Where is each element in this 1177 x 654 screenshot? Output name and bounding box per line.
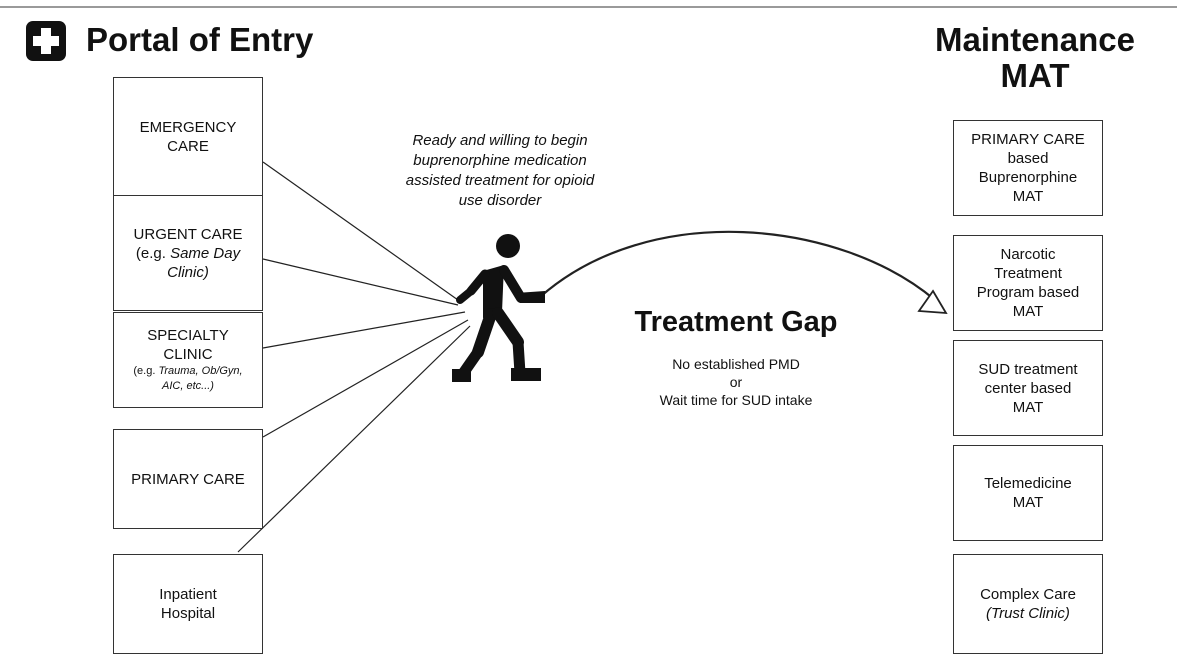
portal-specialty-note-prefix: (e.g. bbox=[133, 365, 159, 377]
walking-person-icon bbox=[452, 234, 545, 382]
portal-specialty-line1: SPECIALTY bbox=[147, 327, 229, 344]
mat-box-narcotic-treatment: Narcotic Treatment Program based MAT bbox=[953, 235, 1103, 331]
patient-note-line4: use disorder bbox=[458, 192, 542, 209]
portal-urgent-line1: URGENT CARE bbox=[133, 225, 243, 243]
portal-inpatient-line2: Hospital bbox=[160, 605, 216, 622]
mat-telemedicine-line2: MAT bbox=[1012, 494, 1044, 511]
portal-specialty-note-italic1: Trauma, Ob/Gyn, bbox=[158, 365, 243, 377]
patient-readiness-note: Ready and willing to begin buprenorphine… bbox=[360, 131, 640, 211]
portal-box-specialty-clinic: SPECIALTY CLINIC (e.g. Trauma, Ob/Gyn, A… bbox=[113, 312, 263, 408]
connector-specialty-clinic bbox=[262, 311, 466, 349]
portal-box-emergency-care: EMERGENCY CARE bbox=[113, 77, 263, 197]
maintenance-heading-line1: Maintenance bbox=[935, 21, 1135, 58]
connector-emergency-care bbox=[262, 161, 459, 301]
portal-urgent-line2-prefix: (e.g. bbox=[135, 244, 171, 262]
mat-primary-line1: PRIMARY CARE bbox=[971, 131, 1085, 148]
portal-box-inpatient-hospital: Inpatient Hospital bbox=[113, 554, 263, 654]
mat-box-primary-care: PRIMARY CARE based Buprenorphine MAT bbox=[953, 120, 1103, 216]
portal-specialty-line2: CLINIC bbox=[163, 346, 213, 363]
mat-box-telemedicine: Telemedicine MAT bbox=[953, 445, 1103, 541]
mat-telemedicine-line1: Telemedicine bbox=[984, 475, 1072, 492]
patient-note-line1: Ready and willing to begin bbox=[412, 132, 588, 149]
portal-specialty-note-line2: AIC, etc...) bbox=[162, 380, 214, 392]
maintenance-heading-line2: MAT bbox=[1000, 57, 1070, 94]
mat-primary-line4: MAT bbox=[1012, 188, 1044, 205]
portal-inpatient-line1: Inpatient bbox=[159, 586, 217, 603]
portal-urgent-line3: Clinic) bbox=[167, 263, 209, 281]
connector-urgent-care bbox=[262, 258, 459, 306]
mat-box-sud-treatment: SUD treatment center based MAT bbox=[953, 340, 1103, 436]
portal-emergency-line2: CARE bbox=[167, 138, 209, 155]
portal-box-urgent-care: URGENT CARE (e.g. Same Day Clinic) bbox=[113, 195, 263, 311]
mat-sud-line1: SUD treatment bbox=[978, 360, 1078, 378]
portal-box-primary-care: PRIMARY CARE bbox=[113, 429, 263, 529]
connector-primary-care bbox=[262, 319, 469, 438]
mat-narcotic-line1: Narcotic bbox=[1000, 246, 1056, 263]
patient-note-line2: buprenorphine medication bbox=[413, 152, 587, 169]
mat-sud-line3: MAT bbox=[1012, 398, 1044, 416]
portal-urgent-line2-italic: Same Day bbox=[170, 244, 241, 262]
mat-narcotic-line2: Treatment bbox=[994, 265, 1062, 282]
top-divider bbox=[0, 6, 1177, 8]
treatment-gap-title: Treatment Gap bbox=[634, 306, 838, 338]
portal-primary-line1: PRIMARY CARE bbox=[131, 470, 245, 488]
portal-urgent-line2: (e.g. Same Day bbox=[136, 244, 240, 263]
portal-emergency-line1: EMERGENCY bbox=[139, 119, 237, 136]
mat-narcotic-line3: Program based bbox=[976, 284, 1080, 301]
gap-line2: or bbox=[729, 374, 743, 390]
mat-sud-line2: center based bbox=[984, 379, 1072, 397]
mat-primary-line2: based bbox=[1007, 150, 1049, 167]
mat-complex-line2: (Trust Clinic) bbox=[986, 605, 1070, 622]
connector-inpatient-hospital bbox=[237, 325, 471, 553]
maintenance-mat-heading: Maintenance MAT bbox=[905, 22, 1165, 94]
arrow-head-icon bbox=[917, 289, 948, 315]
gap-line3: Wait time for SUD intake bbox=[659, 392, 813, 408]
mat-primary-line3: Buprenorphine bbox=[978, 169, 1078, 186]
portal-of-entry-heading: Portal of Entry bbox=[86, 21, 314, 58]
gap-line1: No established PMD bbox=[672, 356, 800, 372]
patient-note-line3: assisted treatment for opioid bbox=[405, 172, 595, 189]
mat-box-complex-care: Complex Care (Trust Clinic) bbox=[953, 554, 1103, 654]
treatment-gap-description: No established PMD or Wait time for SUD … bbox=[586, 355, 886, 409]
portal-specialty-note: (e.g. Trauma, Ob/Gyn, bbox=[133, 364, 242, 379]
treatment-gap-arrow bbox=[539, 230, 936, 301]
mat-complex-line1: Complex Care bbox=[980, 586, 1076, 603]
medical-cross-icon bbox=[26, 21, 66, 61]
mat-narcotic-line4: MAT bbox=[1012, 303, 1044, 320]
